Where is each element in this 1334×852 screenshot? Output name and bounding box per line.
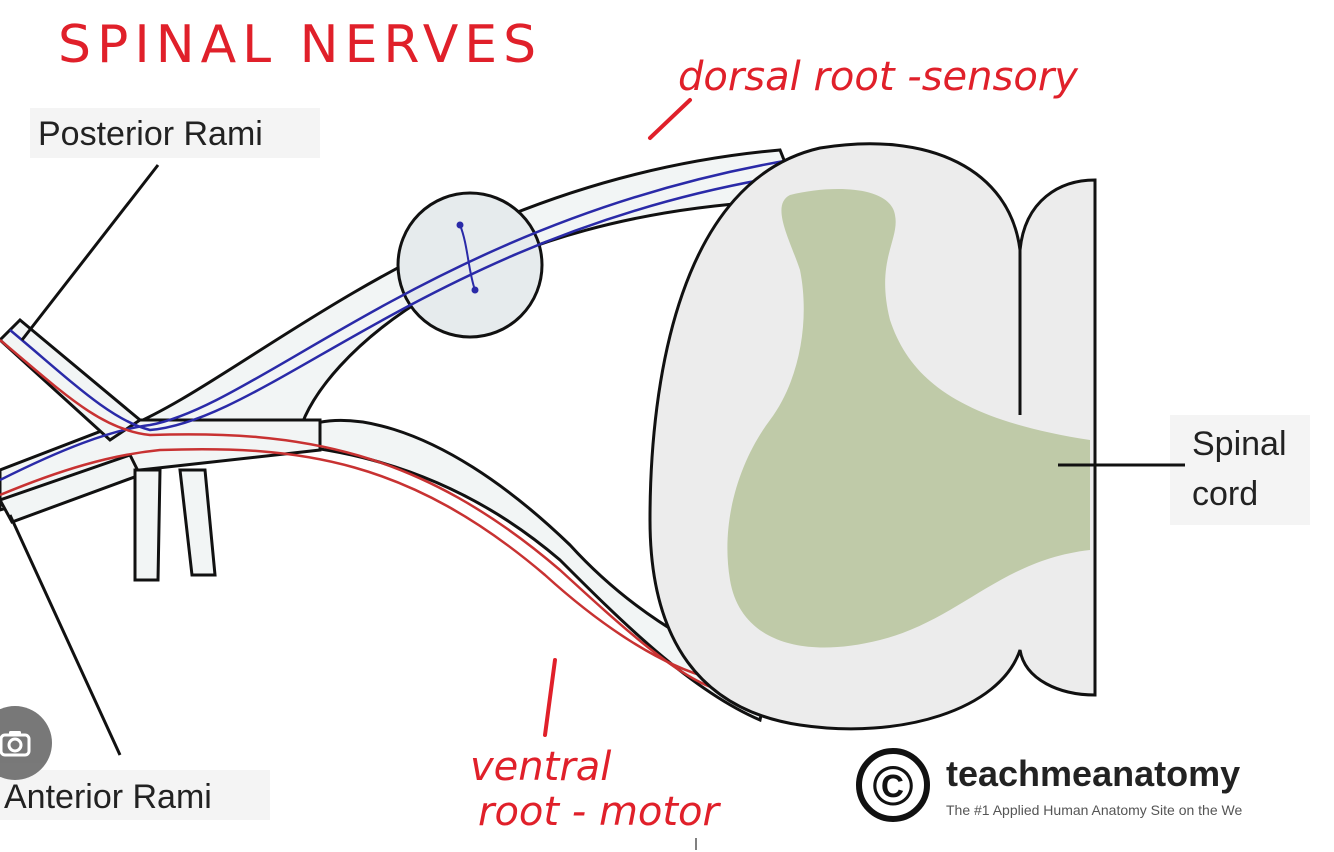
ganglion-cell-process: [459, 224, 476, 291]
anterior-leader: [8, 514, 122, 756]
dorsal-pointer: [648, 98, 692, 140]
spinal-cord-label-line2: cord: [1192, 475, 1258, 513]
sensory-fiber-2: [9, 173, 791, 432]
visual-search-icon: [0, 723, 35, 763]
ventral-annotation-line1: ventral: [470, 744, 611, 790]
handwritten-title: SPINAL NERVES: [58, 15, 542, 75]
ventral-annotation-line2: root - motor: [478, 789, 722, 835]
dorsal-root-annotation: dorsal root -sensory: [678, 54, 1079, 100]
posterior-rami-label: Posterior Rami: [38, 115, 263, 153]
copyright-logo: [856, 748, 930, 822]
posterior-leader: [20, 164, 160, 341]
ventral-pointer: [543, 658, 557, 737]
rami-communicantes: [133, 468, 217, 582]
motor-fiber-1: [0, 339, 721, 692]
spinal-cord-label-box: [1170, 415, 1310, 525]
spinal-cord-grey-matter: [727, 189, 1090, 648]
credit-name: teachmeanatomy: [946, 753, 1240, 794]
posterior-label-box: [30, 108, 320, 158]
anterior-label-box: [0, 770, 270, 820]
sensory-fiber-1: [0, 158, 791, 482]
anterior-rami-label: Anterior Rami: [4, 778, 212, 816]
spinal-cord-label-line1: Spinal: [1192, 425, 1287, 463]
credit-tagline: The #1 Applied Human Anatomy Site on the…: [946, 802, 1242, 818]
copyright-symbol: ©: [872, 754, 913, 817]
visual-search-button[interactable]: [0, 706, 52, 780]
motor-fiber-2: [0, 447, 711, 680]
